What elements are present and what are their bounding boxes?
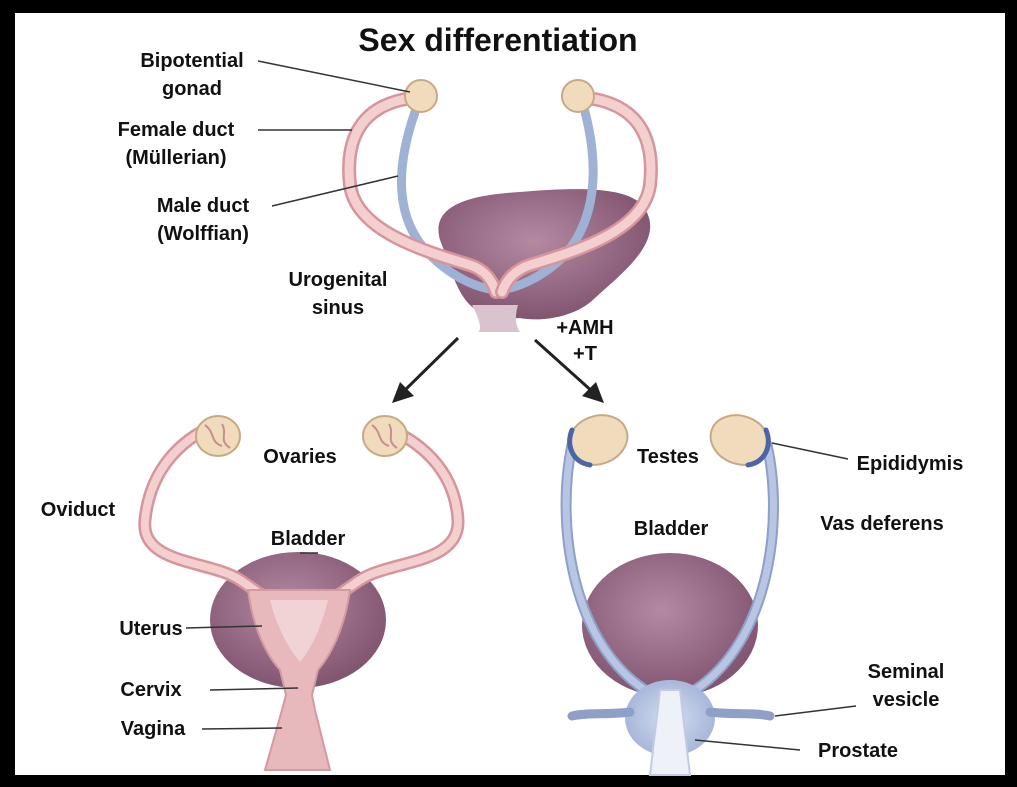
diagram-title: Sex differentiation bbox=[358, 22, 637, 58]
bipotential-gonad-right bbox=[562, 80, 594, 112]
label-bipotential: Bipotential bbox=[140, 50, 243, 72]
label-male-bladder: Bladder bbox=[634, 518, 709, 540]
label-seminal: Seminal bbox=[868, 661, 945, 683]
label-ovaries: Ovaries bbox=[263, 446, 336, 468]
seminal-vesicle-left bbox=[572, 712, 630, 716]
label-mullerian: (Müllerian) bbox=[125, 147, 226, 169]
bipotential-gonad-left bbox=[405, 80, 437, 112]
ovary-left bbox=[196, 416, 240, 456]
label-cervix: Cervix bbox=[120, 679, 181, 701]
label-vas-deferens: Vas deferens bbox=[820, 513, 943, 535]
label-uterus: Uterus bbox=[119, 618, 182, 640]
label-oviduct: Oviduct bbox=[41, 499, 116, 521]
male-bladder bbox=[582, 553, 758, 697]
label-testosterone: +T bbox=[573, 343, 597, 365]
leader-vagina bbox=[202, 728, 282, 729]
label-gonad: gonad bbox=[162, 78, 222, 100]
label-vesicle: vesicle bbox=[873, 689, 940, 711]
label-female-duct: Female duct bbox=[118, 119, 235, 141]
label-female-bladder: Bladder bbox=[271, 528, 346, 550]
label-wolffian: (Wolffian) bbox=[157, 223, 249, 245]
label-epididymis: Epididymis bbox=[857, 453, 964, 475]
label-prostate: Prostate bbox=[818, 740, 898, 762]
label-amh: +AMH bbox=[556, 317, 613, 339]
label-vagina: Vagina bbox=[121, 718, 186, 740]
label-sinus: sinus bbox=[312, 297, 364, 319]
ovary-right bbox=[363, 416, 407, 456]
label-urogenital: Urogenital bbox=[289, 269, 388, 291]
seminal-vesicle-right bbox=[710, 712, 770, 716]
label-male-duct: Male duct bbox=[157, 195, 250, 217]
label-testes: Testes bbox=[637, 446, 699, 468]
